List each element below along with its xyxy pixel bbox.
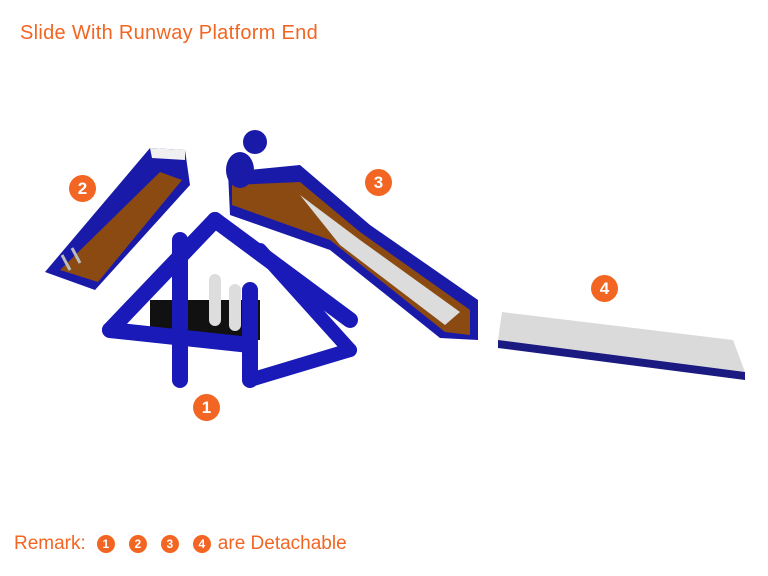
remark-note: Remark: 1 2 3 4 are Detachable	[14, 533, 347, 555]
badge-piece-3: 3	[365, 169, 392, 196]
badge-piece-4: 4	[591, 275, 618, 302]
remark-badge-3: 3	[160, 535, 179, 553]
piece-2-stair-section	[45, 148, 190, 290]
remark-suffix: are Detachable	[217, 533, 347, 554]
badge-piece-2: 2	[69, 175, 96, 202]
piece-1-climbing-frame	[102, 212, 358, 388]
badge-piece-1: 1	[193, 394, 220, 421]
piece-3-slide	[226, 130, 478, 340]
remark-label: Remark:	[14, 533, 86, 554]
remark-badge-2: 2	[128, 535, 147, 553]
remark-badge-1: 1	[96, 535, 115, 553]
remark-badge-4: 4	[192, 535, 211, 553]
page-title: Slide With Runway Platform End	[20, 22, 319, 44]
piece-4-runway-platform	[498, 312, 745, 380]
